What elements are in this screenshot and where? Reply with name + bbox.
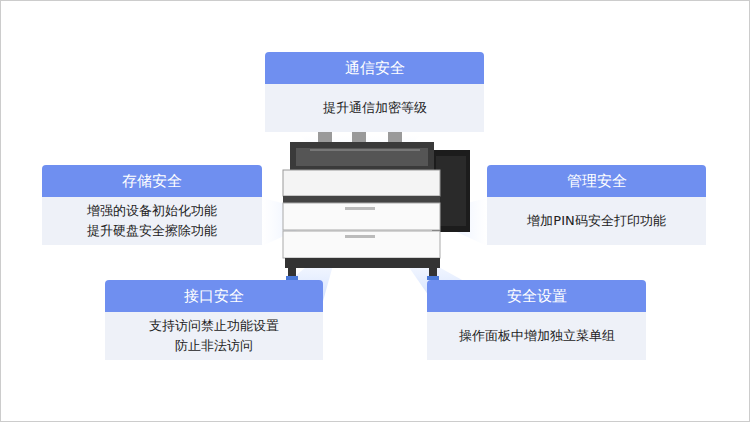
box-heading: 接口安全 [105, 280, 323, 312]
printer [283, 128, 470, 280]
box-heading: 通信安全 [265, 52, 484, 84]
security-box: 安全设置操作面板中增加独立菜单组 [427, 280, 646, 360]
box-description: 支持访问禁止功能设置 防止非法访问 [105, 312, 323, 360]
box-description: 操作面板中增加独立菜单组 [427, 312, 646, 360]
security-box: 接口安全支持访问禁止功能设置 防止非法访问 [105, 280, 323, 360]
security-box: 通信安全提升通信加密等级 [265, 52, 484, 132]
security-box: 存储安全增强的设备初始化功能 提升硬盘安全擦除功能 [42, 165, 262, 245]
box-heading: 管理安全 [487, 165, 706, 197]
box-description: 提升通信加密等级 [265, 84, 484, 132]
box-heading: 安全设置 [427, 280, 646, 312]
box-heading: 存储安全 [42, 165, 262, 197]
box-description: 增加PIN码安全打印功能 [487, 197, 706, 245]
security-box: 管理安全增加PIN码安全打印功能 [487, 165, 706, 245]
box-description: 增强的设备初始化功能 提升硬盘安全擦除功能 [42, 197, 262, 245]
